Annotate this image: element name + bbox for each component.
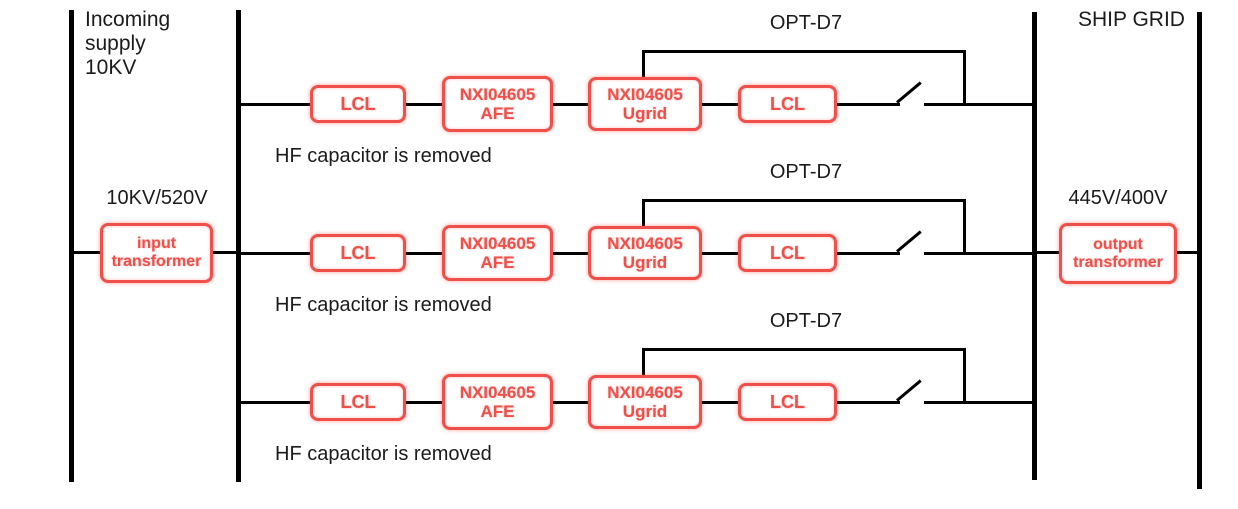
ship-grid-label: SHIP GRID xyxy=(1078,8,1185,31)
ship-grid-outer-bus xyxy=(1197,12,1202,489)
breaker-switch-icon xyxy=(896,379,922,402)
wire-afe-to-ugrid xyxy=(553,401,588,404)
input-transformer-label-line1: input xyxy=(136,235,177,253)
afe-box-line2: AFE xyxy=(480,402,515,421)
afe-box-line1: NXI04605 xyxy=(459,233,536,253)
ugrid-converter-box: NXI04605 Ugrid xyxy=(588,375,702,429)
wire-incoming-to-input-transformer xyxy=(74,251,100,254)
wire-lcl-to-afe xyxy=(406,103,442,106)
wire-ugrid-to-lcl xyxy=(702,252,738,255)
afe-converter-box: NXI04605 AFE xyxy=(442,225,553,281)
afe-box-line1: NXI04605 xyxy=(459,382,536,402)
afe-converter-box: NXI04605 AFE xyxy=(442,76,553,132)
lcl-output-filter-box: LCL xyxy=(738,85,837,123)
converter-branch-row-2: OPT-D7 LCL NXI04605 AFE NXI04605 Ugrid L… xyxy=(0,149,1238,329)
wire-ugrid-to-lcl xyxy=(702,401,738,404)
bypass-wire-top xyxy=(642,50,966,53)
wire-switch-to-bus xyxy=(924,252,1035,255)
wire-output-transformer-to-ship-grid xyxy=(1177,251,1197,254)
hf-capacitor-note: HF capacitor is removed xyxy=(275,443,492,465)
output-transformer-box: output transformer xyxy=(1059,223,1177,284)
bypass-wire-drop xyxy=(963,199,966,255)
incoming-supply-voltage: 10KV xyxy=(85,56,137,79)
bypass-wire-top xyxy=(642,348,966,351)
ugrid-box-line2: Ugrid xyxy=(622,104,668,123)
wire-lcl-to-switch xyxy=(837,401,900,404)
lcl-output-filter-box: LCL xyxy=(738,234,837,272)
wire-ugrid-to-lcl xyxy=(702,103,738,106)
ship-grid-inner-bus xyxy=(1032,12,1037,480)
wire-input-transformer-to-bus xyxy=(213,251,236,254)
incoming-supply-label-line1: Incoming supply xyxy=(85,8,171,55)
ugrid-box-line2: Ugrid xyxy=(622,402,668,421)
afe-box-line1: NXI04605 xyxy=(459,84,536,104)
wire-bus-to-lcl xyxy=(238,401,310,404)
incoming-supply-label: Incoming supply 10KV xyxy=(85,8,235,80)
wire-bus-to-lcl xyxy=(238,252,310,255)
wire-afe-to-ugrid xyxy=(553,103,588,106)
ugrid-box-line2: Ugrid xyxy=(622,253,668,272)
wire-lcl-to-afe xyxy=(406,401,442,404)
converter-branch-row-1: OPT-D7 LCL NXI04605 AFE NXI04605 Ugrid L… xyxy=(0,0,1238,180)
opt-d7-label: OPT-D7 xyxy=(769,310,843,332)
breaker-switch-icon xyxy=(896,230,922,253)
ugrid-box-line1: NXI04605 xyxy=(607,84,683,104)
hf-capacitor-note: HF capacitor is removed xyxy=(275,294,492,316)
input-transformer-ratio-label: 10KV/520V xyxy=(106,187,208,209)
bypass-wire-ugrid-riser xyxy=(642,348,645,376)
bypass-wire-top xyxy=(642,199,966,202)
ugrid-box-line1: NXI04605 xyxy=(607,233,683,253)
bypass-wire-ugrid-riser xyxy=(642,199,645,227)
incoming-supply-inner-bus xyxy=(236,10,241,482)
lcl-input-filter-box: LCL xyxy=(310,234,406,272)
bypass-wire-drop xyxy=(963,348,966,404)
wire-bus-to-output-transformer xyxy=(1037,251,1059,254)
output-transformer-label-line1: output xyxy=(1093,235,1143,253)
lcl-input-filter-box: LCL xyxy=(310,85,406,123)
incoming-supply-outer-bus xyxy=(69,10,74,482)
wire-afe-to-ugrid xyxy=(553,252,588,255)
opt-d7-label: OPT-D7 xyxy=(769,12,843,34)
breaker-switch-icon xyxy=(896,81,922,104)
ugrid-converter-box: NXI04605 Ugrid xyxy=(588,226,702,280)
afe-box-line2: AFE xyxy=(480,104,515,123)
output-transformer-label-line2: transformer xyxy=(1073,253,1163,271)
opt-d7-label: OPT-D7 xyxy=(769,161,843,183)
wire-lcl-to-switch xyxy=(837,252,900,255)
hf-capacitor-note: HF capacitor is removed xyxy=(275,145,492,167)
output-transformer-ratio-label: 445V/400V xyxy=(1068,187,1168,209)
wire-lcl-to-afe xyxy=(406,252,442,255)
afe-box-line2: AFE xyxy=(480,253,515,272)
wire-switch-to-bus xyxy=(924,401,1035,404)
lcl-output-filter-box: LCL xyxy=(738,383,837,421)
input-transformer-box: input transformer xyxy=(100,223,213,283)
wire-lcl-to-switch xyxy=(837,103,900,106)
wire-bus-to-lcl xyxy=(238,103,310,106)
afe-converter-box: NXI04605 AFE xyxy=(442,374,553,430)
wire-switch-to-bus xyxy=(924,103,1035,106)
lcl-input-filter-box: LCL xyxy=(310,383,406,421)
bypass-wire-ugrid-riser xyxy=(642,50,645,78)
ugrid-box-line1: NXI04605 xyxy=(607,382,683,402)
converter-branch-row-3: OPT-D7 LCL NXI04605 AFE NXI04605 Ugrid L… xyxy=(0,298,1238,478)
bypass-wire-drop xyxy=(963,50,966,106)
input-transformer-label-line2: transformer xyxy=(111,253,202,270)
ugrid-converter-box: NXI04605 Ugrid xyxy=(588,77,702,131)
